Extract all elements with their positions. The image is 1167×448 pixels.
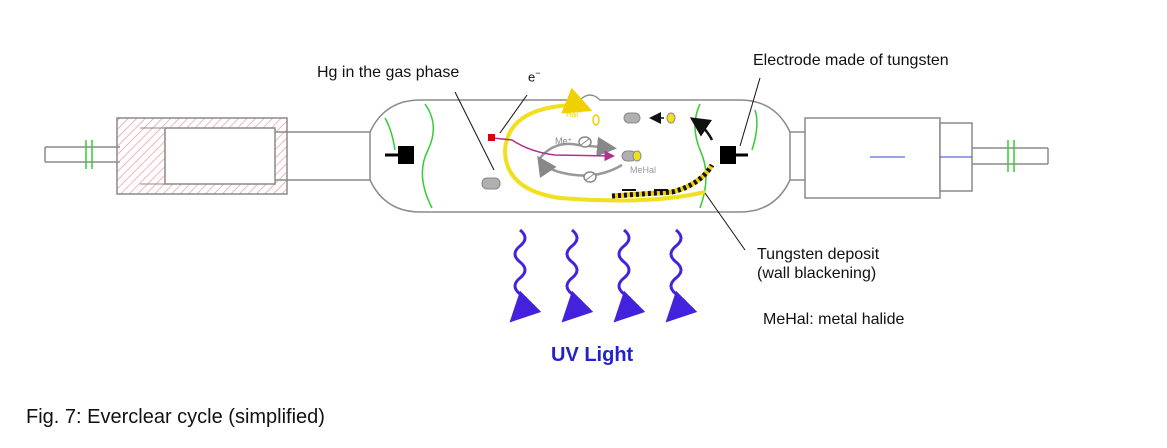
green-wire-right xyxy=(694,103,707,209)
uv-wave-3 xyxy=(613,228,646,323)
right-terminal xyxy=(972,140,1049,172)
label-mehal: MeHal xyxy=(630,165,656,175)
left-base xyxy=(116,117,288,195)
electron-symbol: e xyxy=(528,69,536,85)
right-base xyxy=(804,117,973,199)
leader-hg xyxy=(454,91,495,171)
label-tungsten-deposit: Tungsten deposit xyxy=(757,246,880,263)
label-electrode: Electrode made of tungsten xyxy=(753,52,949,69)
label-uv-light: UV Light xyxy=(551,344,634,366)
leader-electron xyxy=(499,94,528,134)
label-mehal-legend: MeHal: metal halide xyxy=(763,311,905,328)
label-wall-blackening: (wall blackening) xyxy=(757,265,877,282)
label-hal-minus: Hal⁻ xyxy=(566,110,582,119)
electron-dot xyxy=(488,134,495,141)
electron-path xyxy=(492,137,615,162)
left-neck xyxy=(275,131,370,181)
electrode-right xyxy=(720,146,736,164)
left-terminal xyxy=(44,140,120,169)
uv-wave-1 xyxy=(509,228,542,323)
leader-deposit xyxy=(704,192,746,251)
uv-waves xyxy=(509,228,698,323)
leader-electrode xyxy=(739,77,761,147)
green-wire-left xyxy=(421,103,434,209)
electrode-left xyxy=(398,146,414,164)
glass-bulb xyxy=(369,94,791,213)
label-hg-gas-phase: Hg in the gas phase xyxy=(317,64,460,81)
uv-wave-4 xyxy=(665,228,698,323)
uv-wave-2 xyxy=(561,228,594,323)
electron-charge: − xyxy=(535,68,541,78)
yellow-cycle-arc xyxy=(502,87,706,203)
figure-caption: Fig. 7: Everclear cycle (simplified) xyxy=(26,406,325,428)
gray-cycle-bottom xyxy=(537,155,623,179)
label-me-plus: Me⁺ xyxy=(555,136,573,146)
right-neck xyxy=(790,131,805,181)
gray-cycle-top xyxy=(539,136,617,159)
return-arrow xyxy=(689,117,714,141)
label-electron: e− xyxy=(528,68,541,84)
